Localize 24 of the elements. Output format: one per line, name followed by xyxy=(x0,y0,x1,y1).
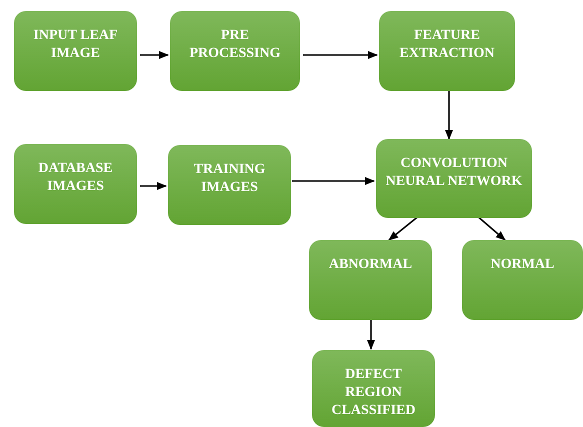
arrow xyxy=(367,320,375,350)
arrow xyxy=(140,51,169,59)
process-box xyxy=(170,11,300,91)
box-label: DATABASE IMAGES xyxy=(37,160,114,196)
arrow xyxy=(303,51,378,59)
arrow xyxy=(292,177,375,185)
box-label: TRAINING IMAGES xyxy=(192,161,266,197)
box-label: PRE PROCESSING xyxy=(188,27,282,63)
box-label: ABNORMAL xyxy=(328,256,414,274)
process-box xyxy=(462,240,583,320)
process-box xyxy=(376,139,532,218)
box-label: NORMAL xyxy=(490,256,556,274)
process-box xyxy=(312,350,435,427)
process-box xyxy=(379,11,515,91)
box-label: FEATURE EXTRACTION xyxy=(398,27,496,63)
box-label: CONVOLUTION NEURAL NETWORK xyxy=(384,155,524,191)
arrow xyxy=(445,89,453,140)
process-box xyxy=(309,240,432,320)
process-box xyxy=(14,11,137,91)
process-box xyxy=(14,144,137,224)
box-label: INPUT LEAF IMAGE xyxy=(32,27,119,63)
arrow xyxy=(140,182,167,190)
box-label: DEFECT REGION CLASSIFIED xyxy=(330,366,417,420)
process-box xyxy=(168,145,291,225)
